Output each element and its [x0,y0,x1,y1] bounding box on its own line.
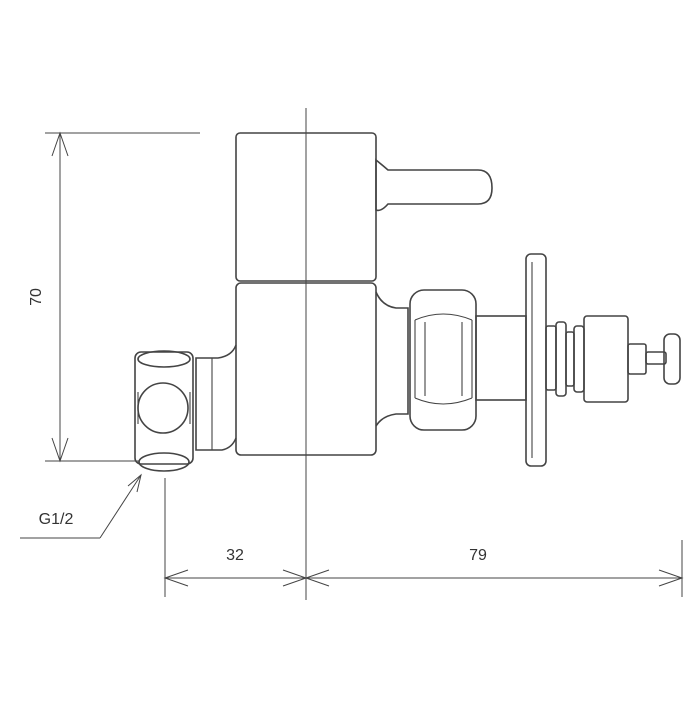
valve-body [134,132,681,472]
spindle [545,315,681,403]
body-neck [195,344,237,451]
height-dimension: 70 [28,131,200,463]
thread-callout: G1/2 [20,473,142,539]
g-half-inch-label: G1/2 [39,511,74,528]
lever-handle [375,158,493,212]
dimension-79-label: 79 [469,547,487,564]
inlet-fitting [134,350,194,472]
dimension-70-label: 70 [28,288,45,306]
hex-nut [409,289,477,431]
dimension-32-label: 32 [226,547,244,564]
connector-pipe [475,315,527,401]
width-dimensions: 32 79 [163,478,684,597]
outlet-stub [375,291,409,427]
wall-flange [525,253,547,467]
